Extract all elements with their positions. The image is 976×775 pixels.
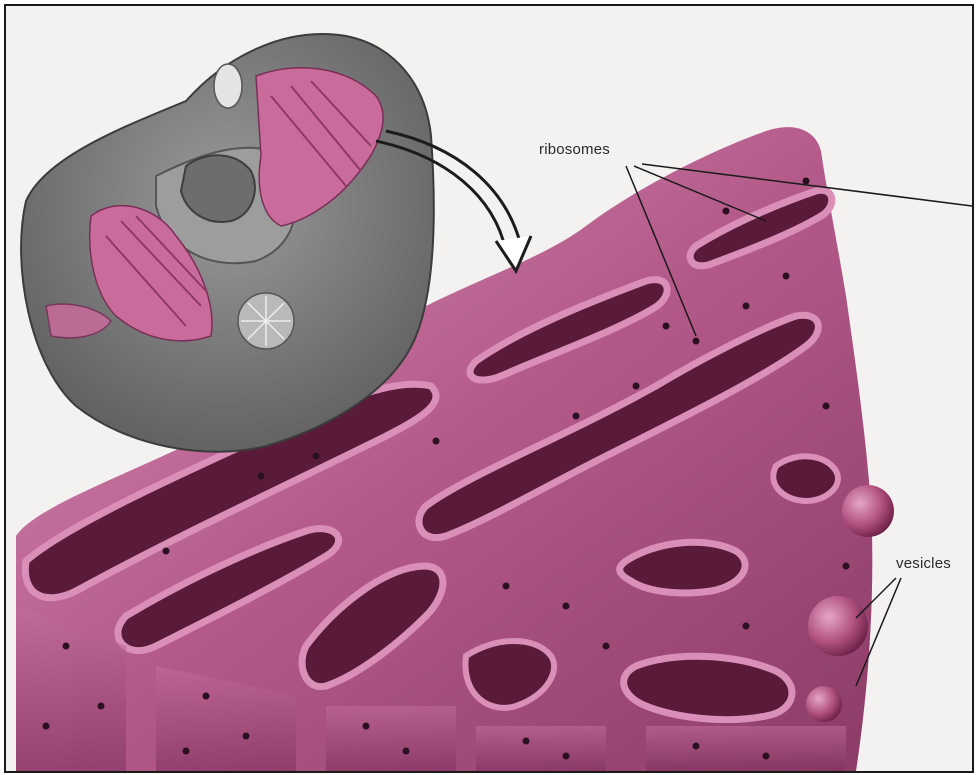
vacuole xyxy=(214,64,242,108)
vesicles-label: vesicles xyxy=(896,555,951,572)
vesicle-2 xyxy=(808,596,868,656)
diagram-frame: ribosomes vesicles xyxy=(4,4,974,773)
cisterna-8 xyxy=(624,656,792,719)
ribosomes-label: ribosomes xyxy=(539,141,610,158)
vesicle-3 xyxy=(806,686,842,722)
cisterna-9 xyxy=(773,456,838,501)
centrosome-rays xyxy=(241,296,291,346)
vesicle-1 xyxy=(842,485,894,537)
endoplasmic-reticulum-illustration: ribosomes vesicles xyxy=(6,6,972,771)
